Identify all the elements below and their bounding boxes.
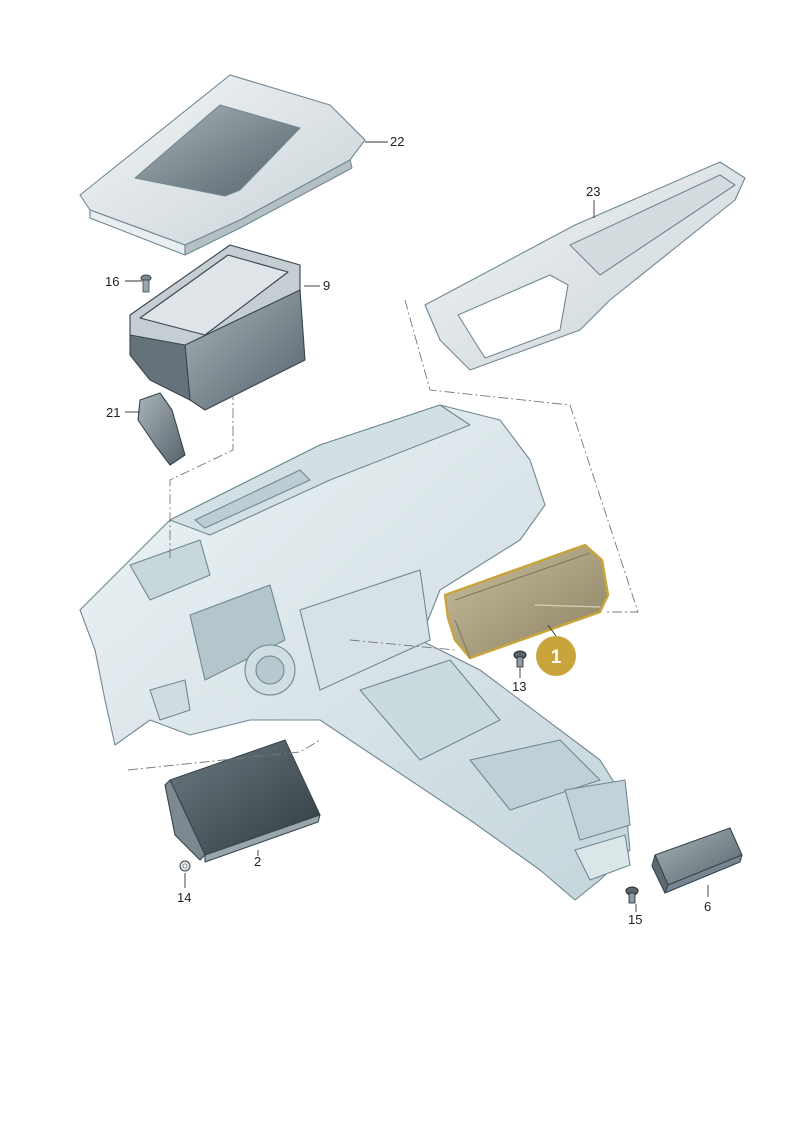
callout-1-badge[interactable]: 1: [536, 636, 576, 676]
callout-9: 9: [323, 278, 330, 293]
callout-16: 16: [105, 274, 119, 289]
dashboard-assembly: [79, 404, 631, 901]
callout-6: 6: [704, 899, 711, 914]
callout-13: 13: [512, 679, 526, 694]
part-1-display-unit: [443, 543, 610, 660]
assembly-lines: [127, 299, 639, 771]
callout-1: 1: [551, 647, 562, 668]
part-23-trim-frame: [424, 161, 746, 371]
part-6-control-module: [651, 827, 743, 894]
callout-14: 14: [177, 890, 191, 905]
callout-23: 23: [586, 184, 600, 199]
leader-lines: [125, 141, 709, 912]
callout-21: 21: [106, 405, 120, 420]
part-16-screw: [140, 274, 152, 293]
callout-15: 15: [628, 912, 642, 927]
part-13-screw: [513, 650, 527, 668]
part-2-lower-display: [164, 739, 321, 863]
part-14-nut: [179, 860, 191, 872]
callout-2: 2: [254, 854, 261, 869]
callouts: 22 23 16 9 21 1 13 2 14 15 6: [105, 134, 711, 927]
part-21-bracket: [137, 392, 186, 466]
part-15-screw: [625, 886, 639, 904]
part-9-module-housing: [129, 244, 306, 411]
part-22-display-cover: [79, 74, 366, 256]
callout-22: 22: [390, 134, 404, 149]
